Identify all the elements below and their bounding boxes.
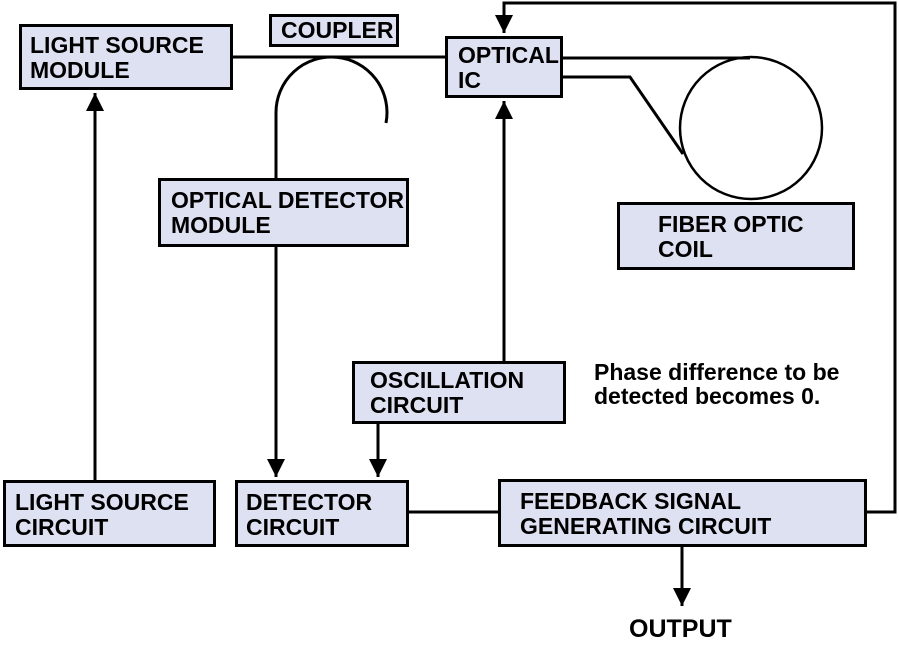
optical-ic-box: OPTICAL IC <box>445 36 563 98</box>
connector-opticalic-to-coil-diagonal <box>563 75 685 155</box>
fiber-optic-coil-box: FIBER OPTIC COIL <box>617 202 855 270</box>
light-source-module-box: LIGHT SOURCE MODULE <box>19 24 233 90</box>
coupler-fiber-loop <box>274 55 389 180</box>
light-source-circuit-box: LIGHT SOURCE CIRCUIT <box>3 480 216 547</box>
fiber-coil-loop <box>678 55 824 201</box>
detector-circuit-box: DETECTOR CIRCUIT <box>235 480 409 547</box>
optical-detector-module-box: OPTICAL DETECTOR MODULE <box>158 178 409 247</box>
feedback-signal-generating-circuit-box: FEEDBACK SIGNAL GENERATING CIRCUIT <box>498 479 867 547</box>
connector-feedback-loop <box>495 1 897 514</box>
output-label: OUTPUT <box>629 615 732 643</box>
coupler-box: COUPLER <box>269 14 399 47</box>
oscillation-circuit-box: OSCILLATION CIRCUIT <box>352 361 566 424</box>
phase-difference-note: Phase difference to be detected becomes … <box>594 359 840 409</box>
